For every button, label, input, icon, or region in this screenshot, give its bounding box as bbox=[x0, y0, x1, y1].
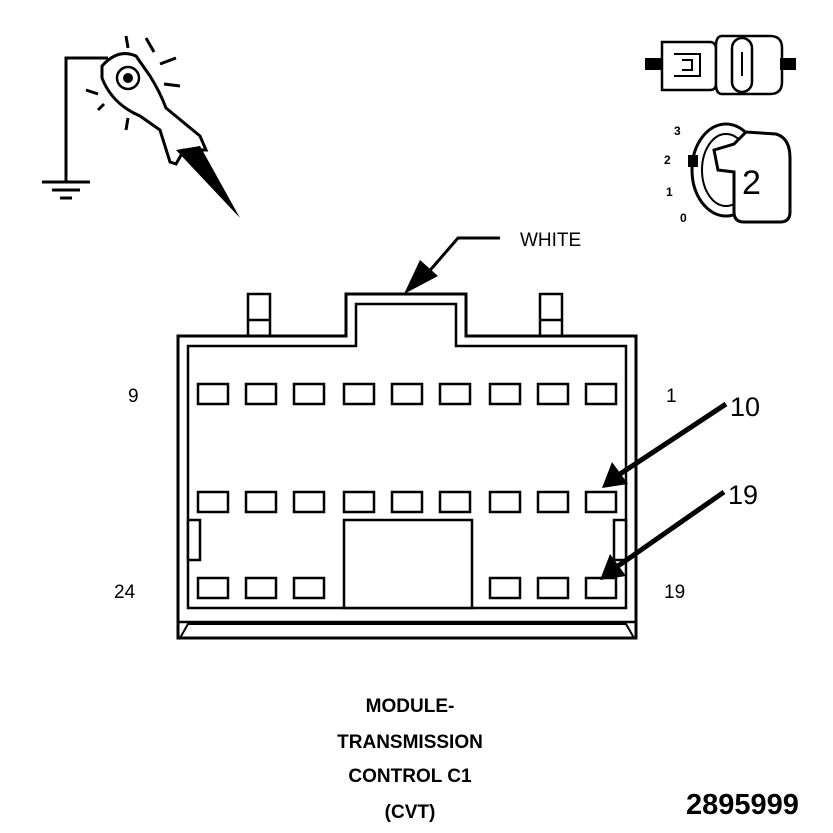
pin-cavity bbox=[584, 382, 618, 406]
ignition-selected-position: 2 bbox=[742, 164, 761, 202]
caption-line-1: MODULE- bbox=[366, 696, 455, 717]
pin-cavity bbox=[292, 382, 326, 406]
connector-color-label: WHITE bbox=[520, 230, 581, 251]
pin-cavity bbox=[536, 382, 570, 406]
caption-line-3: CONTROL C1 bbox=[348, 766, 472, 787]
callout-label-10: 10 bbox=[730, 392, 760, 422]
pin-cavity bbox=[438, 490, 472, 514]
pin-cavity bbox=[196, 490, 230, 514]
white-leader-arrowhead bbox=[404, 260, 438, 294]
pin-cavity bbox=[584, 490, 618, 514]
callout-arrow-10 bbox=[602, 401, 728, 488]
pin-label-24: 24 bbox=[114, 582, 136, 603]
ignition-position-1: 1 bbox=[666, 185, 673, 199]
ignition-position-2: 2 bbox=[664, 153, 671, 167]
ignition-position-3: 3 bbox=[674, 124, 681, 138]
pin-cavity bbox=[390, 382, 424, 406]
caption-line-2: TRANSMISSION bbox=[337, 732, 483, 753]
pin-cavity bbox=[342, 490, 376, 514]
pin-cavity bbox=[536, 576, 570, 600]
caption-line-4: (CVT) bbox=[385, 802, 436, 823]
test-light-probe-icon bbox=[42, 35, 240, 218]
pin-cavity bbox=[244, 382, 278, 406]
pin-cavity bbox=[488, 382, 522, 406]
pin-label-19: 19 bbox=[664, 582, 685, 603]
connector-key-block bbox=[342, 518, 474, 610]
pin-cavity bbox=[196, 382, 230, 406]
ground-symbol-icon bbox=[42, 180, 90, 200]
pin-cavity bbox=[244, 490, 278, 514]
pin-cavity bbox=[584, 576, 618, 600]
figure-number: 2895999 bbox=[686, 789, 799, 821]
pin-cavity bbox=[438, 382, 472, 406]
pin-cavity bbox=[244, 576, 278, 600]
pin-label-9: 9 bbox=[128, 386, 139, 407]
pin-cavity bbox=[292, 576, 326, 600]
ignition-position-0: 0 bbox=[680, 211, 687, 225]
callout-label-19: 19 bbox=[728, 480, 758, 510]
disconnected-connector-icon bbox=[645, 34, 796, 96]
pin-cavity bbox=[196, 576, 230, 600]
pin-cavity bbox=[488, 576, 522, 600]
connector-body bbox=[176, 292, 638, 640]
pin-cavity bbox=[342, 382, 376, 406]
pin-cavity bbox=[292, 490, 326, 514]
callout-arrow-19 bbox=[600, 489, 726, 580]
ignition-key-icon: 3 2 1 0 2 bbox=[664, 122, 792, 225]
pin-label-1: 1 bbox=[666, 386, 677, 407]
pin-cavity bbox=[390, 490, 424, 514]
pin-cavity bbox=[536, 490, 570, 514]
pin-cavity bbox=[488, 490, 522, 514]
connector-caption: MODULE- TRANSMISSION CONTROL C1 (CVT) bbox=[337, 696, 483, 823]
